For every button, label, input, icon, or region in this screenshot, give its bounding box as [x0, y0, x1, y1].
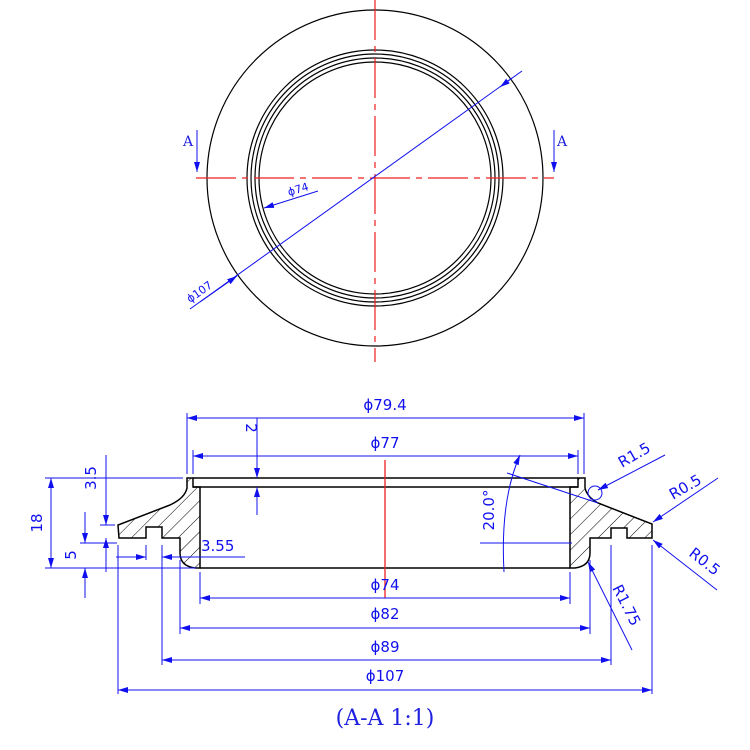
extension-lines-left [45, 477, 201, 694]
label-3-55: 3.55 [201, 537, 234, 555]
label-r0-5-top: R0.5 [666, 471, 705, 504]
label-2: 2 [242, 423, 260, 433]
label-18: 18 [28, 513, 46, 532]
section-title: (A-A 1:1) [336, 706, 435, 731]
section-label-right: A [556, 134, 568, 150]
label-r0-5-bottom: R0.5 [686, 544, 724, 579]
section-marker-right: A [551, 130, 568, 172]
label-77: ϕ77 [371, 434, 400, 452]
label-5: 5 [62, 550, 80, 560]
svg-text:ϕ74: ϕ74 [286, 180, 310, 199]
left-wall-section [117, 477, 201, 569]
dim-r0-5-bottom [652, 539, 718, 591]
dim-r1-75 [587, 561, 633, 651]
label-107: ϕ107 [366, 667, 405, 685]
section-label-left: A [182, 134, 194, 150]
dim-r0-5-top [652, 477, 719, 523]
label-r1-75: R1.75 [608, 582, 644, 629]
dim-top-inner-diameter: ϕ74 [263, 180, 319, 209]
section-marker-left: A [182, 130, 200, 172]
label-79-4: ϕ79.4 [363, 396, 406, 414]
label-3-5: 3.5 [82, 466, 100, 490]
label-angle: 20.0° [480, 490, 498, 531]
label-r1-5: R1.5 [615, 439, 654, 472]
label-82: ϕ82 [371, 605, 400, 623]
top-view: A A ϕ74 ϕ107 [182, 0, 568, 362]
section-view: ϕ79.4 ϕ77 2 18 [28, 396, 724, 731]
label-74: ϕ74 [371, 576, 400, 594]
dim-angle-20 [480, 454, 599, 573]
svg-text:ϕ107: ϕ107 [184, 279, 215, 306]
extension-lines-right [569, 545, 653, 694]
dim-79-4 [186, 413, 585, 474]
dim-r1-5 [587, 454, 666, 501]
label-89: ϕ89 [371, 638, 400, 656]
